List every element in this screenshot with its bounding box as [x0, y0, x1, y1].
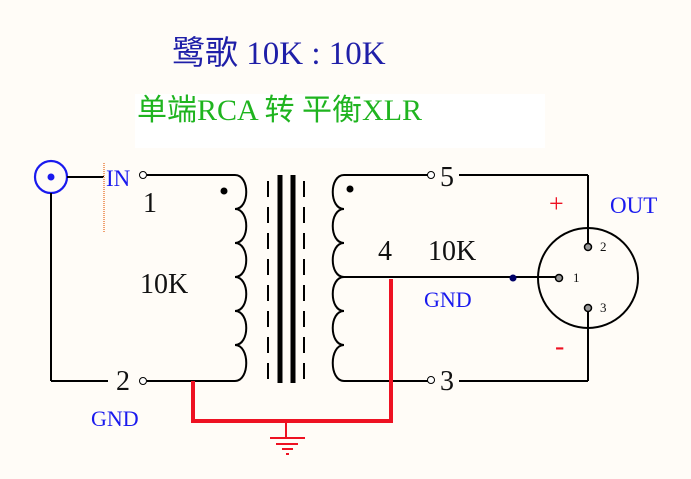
- primary-coil: [234, 174, 248, 382]
- terminal-5: [427, 171, 435, 179]
- input-label: IN: [106, 166, 131, 191]
- junction-dot: [509, 274, 517, 282]
- ground-symbol-icon: [270, 421, 305, 455]
- input-gnd-label: GND: [91, 406, 139, 431]
- terminal-1: [139, 171, 147, 179]
- xlr-pin-3-label: 3: [600, 300, 607, 315]
- primary-polarity-dot: [220, 187, 228, 195]
- output-label: OUT: [610, 193, 658, 218]
- terminal-3: [427, 376, 435, 384]
- terminal-2: [139, 377, 147, 385]
- pin-3-label: 3: [440, 366, 454, 397]
- plus-label: +: [549, 189, 564, 218]
- primary-impedance-label: 10K: [140, 269, 189, 300]
- ground-wire: [191, 279, 393, 423]
- secondary-coil: [331, 174, 345, 382]
- pin-4-label: 4: [378, 236, 392, 267]
- minus-label: -: [555, 331, 565, 362]
- xlr-connector-icon: [537, 227, 639, 329]
- rca-jack-icon: [33, 159, 69, 195]
- pin-1-label: 1: [143, 188, 157, 219]
- transformer-core: [267, 175, 305, 383]
- pin-5-label: 5: [440, 162, 454, 193]
- diagram-title: 鹭歌 10K : 10K: [172, 36, 386, 72]
- xlr-pin-2-label: 2: [600, 239, 607, 254]
- pin-2-label: 2: [116, 366, 130, 397]
- secondary-polarity-dot: [346, 185, 354, 193]
- diagram-subtitle: 单端RCA 转 平衡XLR: [137, 94, 423, 127]
- xlr-pin-1-label: 1: [573, 270, 580, 285]
- secondary-impedance-label: 10K: [428, 236, 477, 267]
- subtitle-background: [135, 94, 545, 148]
- secondary-gnd-label: GND: [424, 287, 472, 312]
